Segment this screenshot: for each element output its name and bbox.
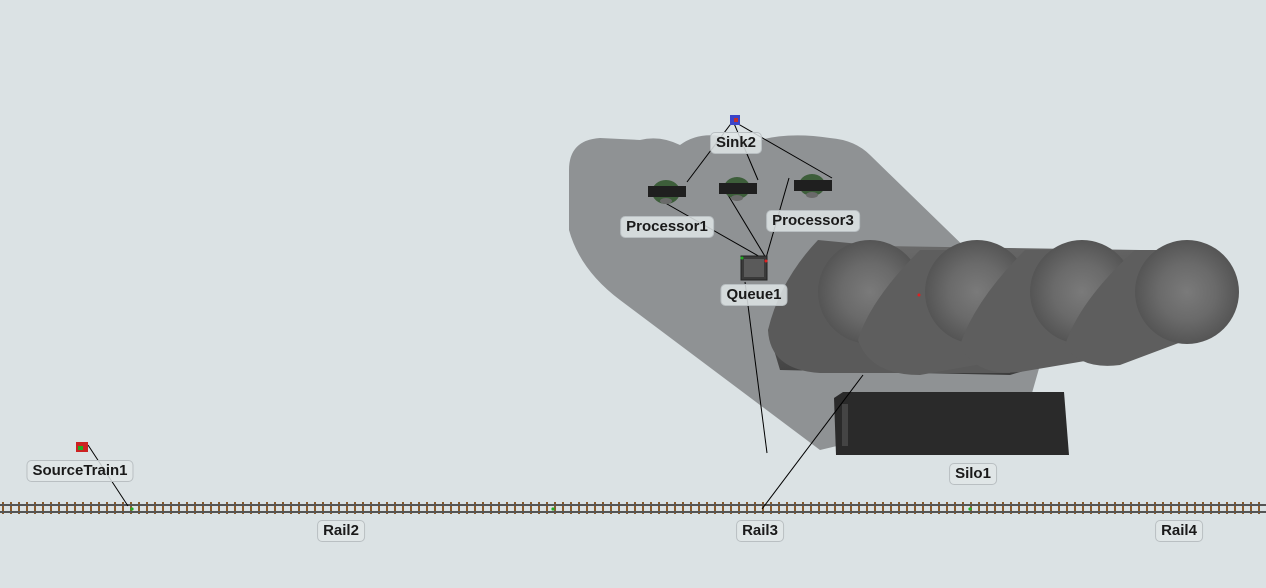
silo1-label[interactable]: Silo1	[949, 463, 997, 485]
rail2-label[interactable]: Rail2	[317, 520, 365, 542]
processor3-model[interactable]	[794, 174, 832, 198]
silo1-cylinders[interactable]	[768, 240, 1239, 375]
queue1-label[interactable]: Queue1	[720, 284, 788, 306]
silo-cylinder	[1065, 240, 1239, 366]
rail4-label[interactable]: Rail4	[1155, 520, 1203, 542]
processor1-label[interactable]: Processor1	[620, 216, 714, 238]
processor1-model[interactable]	[648, 180, 686, 204]
rail3-label[interactable]: Rail3	[736, 520, 784, 542]
sink2-icon[interactable]	[730, 115, 740, 125]
queue1-model[interactable]	[740, 255, 768, 281]
processor2-model[interactable]	[719, 177, 757, 201]
silo1-hopper[interactable]	[834, 392, 1069, 455]
sink2-label[interactable]: Sink2	[709, 132, 763, 154]
source-train1-label[interactable]: SourceTrain1	[26, 460, 134, 482]
source-train1-icon[interactable]	[76, 442, 88, 452]
rail-track[interactable]	[0, 502, 1266, 514]
processor3-label[interactable]: Processor3	[766, 210, 860, 232]
